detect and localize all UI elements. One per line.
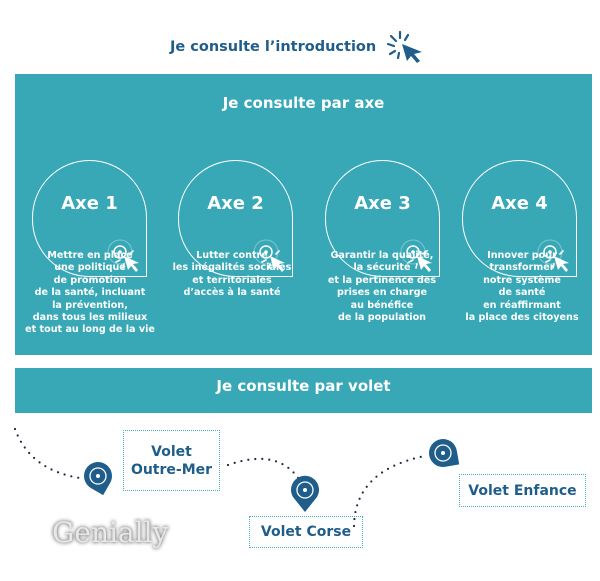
map-pin-icon[interactable]: [291, 475, 320, 512]
axes-panel: Je consulte par axe Axe 1 Mettre en plac…: [15, 74, 592, 355]
axe-1-description: Mettre en place une politique de promoti…: [25, 250, 155, 336]
axe-3-description: Garantir la qualité, la sécurité et la p…: [327, 250, 437, 324]
volet-corse-button[interactable]: Volet Corse: [249, 516, 363, 548]
intro-link[interactable]: Je consulte l’introduction: [170, 30, 426, 64]
volet-enfance-button[interactable]: Volet Enfance: [459, 474, 586, 507]
axe-label: Axe 4: [491, 193, 548, 214]
click-cursor-icon: [387, 30, 423, 63]
axes-panel-title: Je consulte par axe: [222, 94, 385, 112]
axe-label: Axe 3: [354, 193, 411, 214]
click-target-icon: [253, 239, 285, 272]
axe-4-button[interactable]: Axe 4: [462, 160, 577, 277]
map-pin-icon[interactable]: [427, 437, 460, 469]
axe-1-button[interactable]: Axe 1: [32, 160, 147, 277]
genially-logo: Genially: [52, 516, 169, 549]
click-target-icon: [400, 239, 432, 272]
axe-2-button[interactable]: Axe 2: [178, 160, 293, 277]
volet-outre-mer-button[interactable]: Volet Outre-Mer: [123, 430, 220, 491]
axe-4-description: Innover pour transformer notre système d…: [465, 250, 579, 324]
volets-bar: Je consulte par volet: [15, 368, 592, 413]
map-pin-icon[interactable]: [79, 457, 117, 496]
axe-label: Axe 2: [207, 193, 264, 214]
click-target-icon: [537, 239, 569, 272]
intro-label: Je consulte l’introduction: [170, 39, 377, 55]
click-target-icon: [107, 239, 139, 272]
axe-3-button[interactable]: Axe 3: [325, 160, 440, 277]
axe-label: Axe 1: [61, 193, 118, 214]
axe-2-description: Lutter contre les inégalités sociales et…: [172, 250, 292, 299]
